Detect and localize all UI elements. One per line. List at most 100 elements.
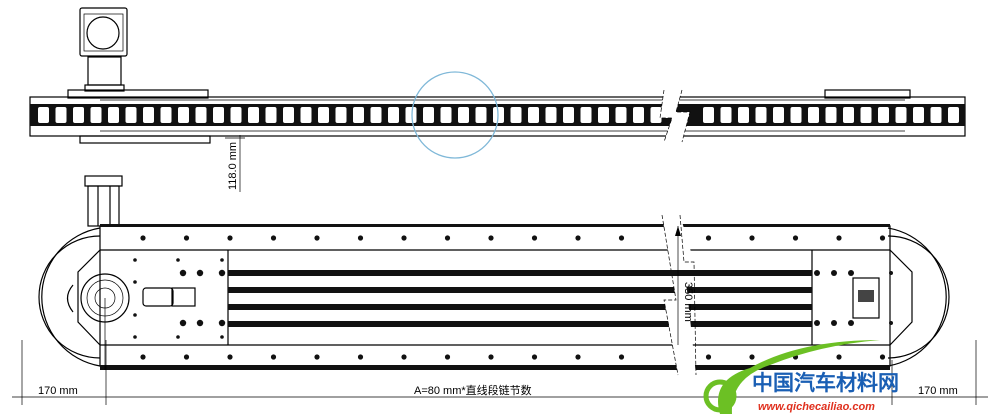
bolt-hole (218, 319, 226, 327)
bolt-hole (179, 319, 187, 327)
chain-link (790, 107, 802, 123)
bolt-holes (133, 235, 893, 360)
chain-link (423, 107, 434, 123)
bolt-hole (889, 321, 893, 325)
chain-link (703, 107, 714, 123)
chain-link (510, 107, 522, 123)
bolt-hole (401, 354, 407, 360)
bolt-hole (314, 354, 320, 360)
chain-link (405, 107, 417, 123)
bolt-hole (227, 235, 233, 241)
bolt-hole (444, 354, 451, 360)
bolt-hole (749, 354, 755, 360)
chain-link (38, 107, 49, 123)
bolt-hole (836, 354, 842, 360)
bolt-hole (218, 269, 226, 277)
left-end-dimension: 170 mm (38, 385, 78, 397)
bolt-hole (270, 235, 277, 241)
chain-link (283, 107, 294, 123)
bolt-hole (133, 313, 137, 317)
chain-link (475, 107, 487, 123)
bottom-dimensions: 170 mm A=80 mm*直线段链节数 170 mm (12, 340, 988, 405)
bolt-hole (792, 235, 799, 241)
watermark-name: 中国汽车材料网 (752, 371, 899, 395)
bolt-hole (357, 235, 364, 241)
chain-link (843, 107, 854, 123)
drive-sprocket (80, 273, 130, 370)
bolt-hole (831, 320, 837, 326)
bolt-hole (618, 235, 625, 241)
bolt-hole (848, 320, 854, 326)
motor (79, 7, 128, 92)
bolt-hole (314, 235, 320, 241)
chain-link (878, 107, 889, 123)
chain-link (440, 107, 452, 123)
bolt-hole (133, 280, 137, 284)
chain-link (930, 107, 942, 123)
bolt-hole (220, 258, 224, 262)
chain-link (265, 107, 277, 123)
bolt-hole (357, 354, 364, 360)
chain-link (563, 107, 574, 123)
bolt-hole (183, 235, 190, 241)
bolt-hole (183, 354, 190, 360)
bolt-hole (814, 270, 820, 276)
bolt-hole (879, 354, 886, 360)
bolt-hole (133, 335, 137, 339)
chain-link (73, 107, 84, 123)
bolt-hole (836, 235, 842, 241)
width-dimension: 350 mm (675, 226, 694, 345)
height-dimension: 118.0 mm (225, 135, 245, 192)
chain-link (773, 107, 784, 123)
bolt-hole (270, 354, 277, 360)
chain-link (720, 107, 732, 123)
bolt-hole (196, 319, 204, 327)
chain-link (860, 107, 872, 123)
chain-links (38, 107, 959, 123)
motor-side (84, 175, 123, 227)
bolt-hole (705, 235, 712, 241)
chain-link (738, 107, 749, 123)
watermark-logo: 中国汽车材料网 www.qichecailiao.com (703, 340, 899, 414)
bolt-hole (575, 354, 581, 360)
bolt-hole (196, 269, 204, 277)
chain-link (230, 107, 242, 123)
chain-link (895, 107, 907, 123)
chain-link (248, 107, 259, 123)
bolt-hole (133, 258, 137, 262)
bolt-hole (140, 235, 146, 241)
bolt-hole (531, 235, 538, 241)
bolt-hole (488, 235, 494, 241)
chain-link (125, 107, 137, 123)
bolt-hole (140, 354, 146, 360)
bolt-hole (575, 235, 581, 241)
bolt-hole (179, 269, 187, 277)
bolt-hole (889, 271, 893, 275)
tensioner-right (852, 277, 880, 319)
chain-link (388, 107, 399, 123)
bolt-hole (176, 335, 180, 339)
chain-link (580, 107, 592, 123)
chain-link (458, 107, 469, 123)
height-dimension-label: 118.0 mm (227, 142, 239, 190)
watermark-url: www.qichecailiao.com (758, 401, 875, 413)
detail-highlight-circle (411, 71, 499, 159)
chain-link (825, 107, 837, 123)
bolt-hole (401, 235, 407, 241)
chain-link (300, 107, 312, 123)
tensioner-left (142, 287, 196, 307)
chain-link (55, 107, 67, 123)
bolt-hole (176, 258, 180, 262)
bolt-hole (488, 354, 494, 360)
bolt-hole (848, 270, 854, 276)
bolt-hole (814, 320, 820, 326)
chain-link (335, 107, 347, 123)
chain-link (615, 107, 627, 123)
chain-link (213, 107, 224, 123)
bolt-hole (831, 270, 837, 276)
chain-link (598, 107, 609, 123)
width-dimension-label: 350 mm (682, 282, 694, 322)
chain-link (650, 107, 662, 123)
chain-link (108, 107, 119, 123)
straight-section-dimension: A=80 mm*直线段链节数 (414, 383, 532, 397)
